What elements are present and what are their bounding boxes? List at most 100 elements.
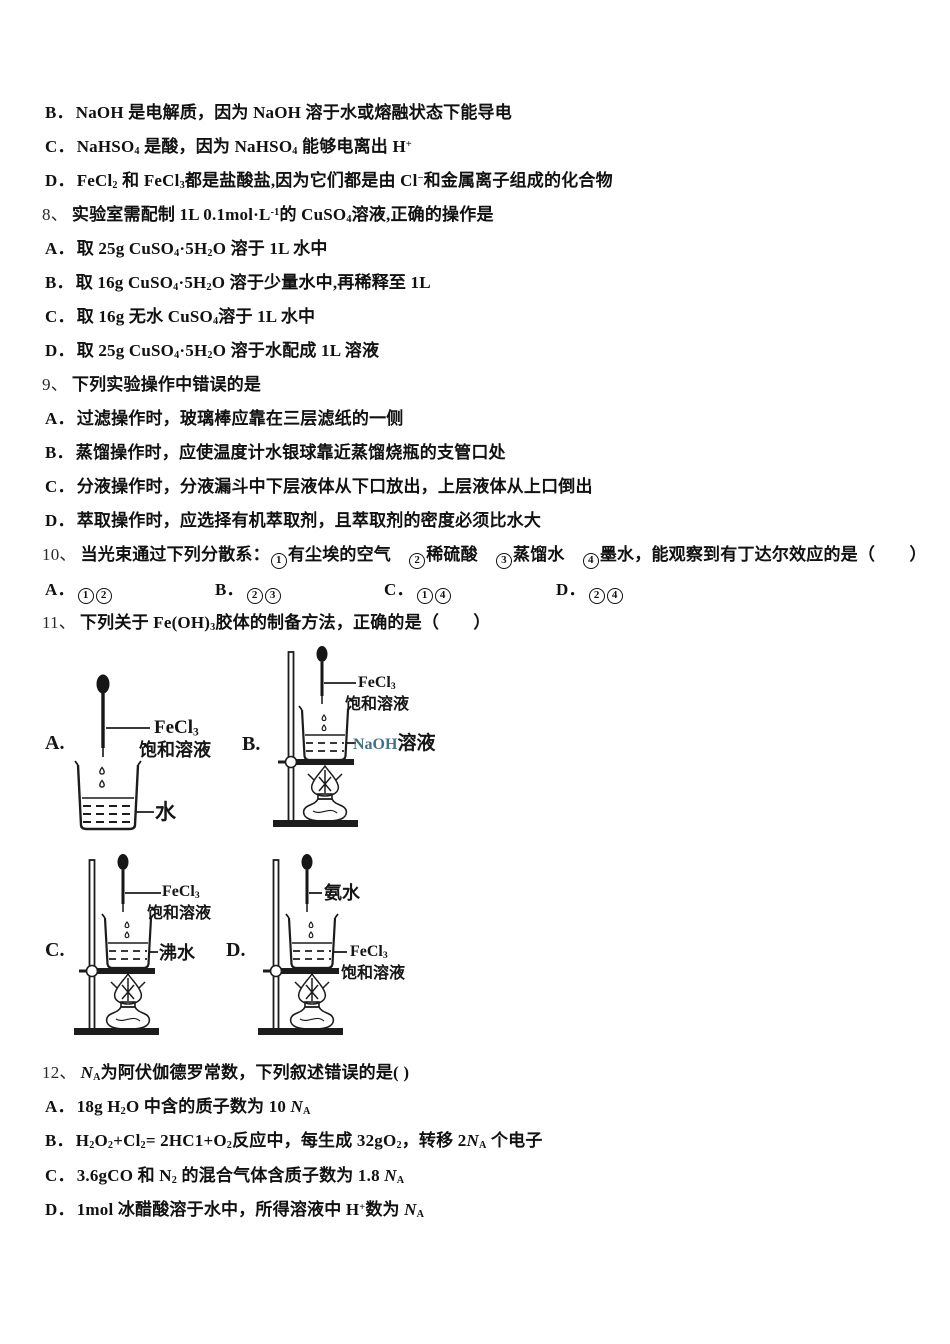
label-naoh-part: NaOH	[353, 736, 398, 753]
question-number: 10、	[42, 545, 77, 564]
question-stem: NA为阿伏伽德罗常数，下列叙述错误的是( )	[80, 1063, 410, 1084]
option-text: 取 16g 无水 CuSO4溶于 1L 水中	[76, 307, 316, 328]
option-text: NaHSO4 是酸，因为 NaHSO4 能够电离出 H+	[76, 137, 412, 158]
beaker-icon	[74, 760, 142, 831]
dropper-icon	[300, 852, 314, 914]
q12-option-b: B．H2O2+Cl2= 2HC1+O2反应中，每生成 32gO2，转移 2NA …	[45, 1129, 543, 1153]
option-letter: A．	[45, 239, 75, 258]
water-droplet-icon	[99, 766, 105, 775]
question-number: 8、	[42, 205, 68, 224]
diagram-letter-b: B.	[242, 733, 261, 755]
option-text: 蒸馏操作时，应使温度计水银球靠近蒸馏烧瓶的支管口处	[75, 443, 506, 462]
option-letter: C．	[45, 137, 75, 156]
question-stem: 实验室需配制 1L 0.1mol·L-1的 CuSO4溶液,正确的操作是	[71, 205, 494, 226]
beaker-icon	[297, 704, 353, 762]
flame-icon	[294, 973, 330, 1005]
q12-option-a: A．18g H2O 中含的质子数为 10 NA	[45, 1095, 311, 1119]
diagram-letter-a: A.	[45, 732, 65, 754]
option-text: NaOH 是电解质，因为 NaOH 溶于水或熔融状态下能导电	[75, 103, 512, 122]
water-droplet-icon	[124, 931, 130, 939]
apparatus-d	[257, 852, 347, 1036]
q12-option-d: D．1mol 冰醋酸溶于水中，所得溶液中 H+数为 NA	[45, 1198, 424, 1222]
option-letter: D．	[45, 511, 75, 530]
option-letter: B．	[45, 1131, 74, 1150]
label-solution-part: 溶液	[397, 733, 436, 754]
label-naoh-solution-b: NaOH溶液	[353, 733, 435, 755]
option-letter: B．	[215, 580, 244, 599]
apparatus-b	[272, 644, 359, 828]
option-text: 过滤操作时，玻璃棒应靠在三层滤纸的一侧	[76, 409, 404, 428]
option-text: 取 16g CuSO4·5H2O 溶于少量水中,再稀释至 1L	[75, 273, 431, 294]
diagram-letter-c: C.	[45, 939, 65, 961]
label-fecl3-d: FeCl3	[350, 943, 388, 962]
water-droplet-icon	[321, 714, 327, 722]
option-letter: A．	[45, 580, 75, 599]
label-fecl3-a: FeCl3	[154, 717, 199, 739]
q9-option-d: D．萃取操作时，应选择有机萃取剂，且萃取剂的密度必须比水大	[45, 509, 541, 533]
option-letter: D．	[45, 1200, 75, 1219]
question-stem: 下列实验操作中错误的是	[71, 375, 262, 394]
alcohol-lamp-icon	[302, 793, 348, 823]
label-saturated-a: 饱和溶液	[139, 740, 211, 760]
apparatus-c	[73, 852, 161, 1036]
option-text: 取 25g CuSO4·5H2O 溶于 1L 水中	[76, 239, 328, 260]
label-boiling-water-c: 沸水	[159, 943, 195, 963]
label-saturated-b: 饱和溶液	[345, 696, 410, 713]
option-text: 萃取操作时，应选择有机萃取剂，且萃取剂的密度必须比水大	[76, 511, 542, 530]
water-droplet-icon	[124, 921, 130, 929]
dropper-icon	[96, 674, 110, 694]
q8-option-b: B．取 16g CuSO4·5H2O 溶于少量水中,再稀释至 1L	[45, 271, 431, 295]
question-11: 11、下列关于 Fe(OH)3胶体的制备方法，正确的是（ ）	[42, 611, 491, 635]
label-fecl3-c: FeCl3	[162, 883, 200, 902]
option-letter: C．	[45, 307, 75, 326]
iron-stand-icon	[73, 859, 160, 1036]
q8-option-c: C．取 16g 无水 CuSO4溶于 1L 水中	[45, 305, 315, 329]
label-saturated-c: 饱和溶液	[147, 905, 212, 922]
option-text: 3.6gCO 和 N2 的混合气体含质子数为 1.8 NA	[76, 1166, 405, 1187]
question-12: 12、NA为阿伏伽德罗常数，下列叙述错误的是( )	[42, 1061, 409, 1085]
option-letter: A．	[45, 1097, 75, 1116]
option-letter: C．	[45, 1166, 75, 1185]
question-9: 9、下列实验操作中错误的是	[42, 373, 261, 397]
dropper-icon	[116, 852, 130, 914]
iron-stand-icon	[272, 651, 359, 828]
option-letter: D．	[45, 171, 75, 190]
q7-option-d: D．FeCl2 和 FeCl3都是盐酸盐,因为它们都是由 Cl−和金属离子组成的…	[45, 169, 613, 193]
question-number: 11、	[42, 613, 76, 632]
water-droplet-icon	[308, 921, 314, 929]
option-text: 1mol 冰醋酸溶于水中，所得溶液中 H+数为 NA	[76, 1200, 425, 1221]
label-water-a: 水	[155, 800, 176, 824]
option-text: FeCl2 和 FeCl3都是盐酸盐,因为它们都是由 Cl−和金属离子组成的化合…	[76, 171, 613, 192]
flame-icon	[110, 973, 146, 1005]
label-ammonia-d: 氨水	[324, 883, 360, 903]
q7-option-b: B．NaOH 是电解质，因为 NaOH 溶于水或熔融状态下能导电	[45, 101, 512, 125]
option-letter: D．	[45, 341, 75, 360]
q9-option-a: A．过滤操作时，玻璃棒应靠在三层滤纸的一侧	[45, 407, 404, 431]
q7-option-c: C．NaHSO4 是酸，因为 NaHSO4 能够电离出 H+	[45, 135, 412, 159]
question-8: 8、实验室需配制 1L 0.1mol·L-1的 CuSO4溶液,正确的操作是	[42, 203, 494, 227]
option-letter: A．	[45, 409, 75, 428]
alcohol-lamp-icon	[105, 1001, 151, 1031]
option-letter: B．	[45, 103, 74, 122]
dropper-icon	[315, 644, 329, 706]
water-droplet-icon	[321, 724, 327, 732]
apparatus-a	[74, 674, 154, 831]
label-fecl3-b: FeCl3	[358, 674, 396, 693]
question-number: 9、	[42, 375, 68, 394]
option-text: 分液操作时，分液漏斗中下层液体从下口放出，上层液体从上口倒出	[76, 477, 593, 496]
alcohol-lamp-icon	[289, 1001, 335, 1031]
question-stem: 下列关于 Fe(OH)3胶体的制备方法，正确的是（ ）	[79, 613, 491, 634]
q8-option-a: A．取 25g CuSO4·5H2O 溶于 1L 水中	[45, 237, 328, 261]
option-letter: C．	[384, 580, 414, 599]
q9-option-c: C．分液操作时，分液漏斗中下层液体从下口放出，上层液体从上口倒出	[45, 475, 593, 499]
diagram-letter-d: D.	[226, 939, 246, 961]
